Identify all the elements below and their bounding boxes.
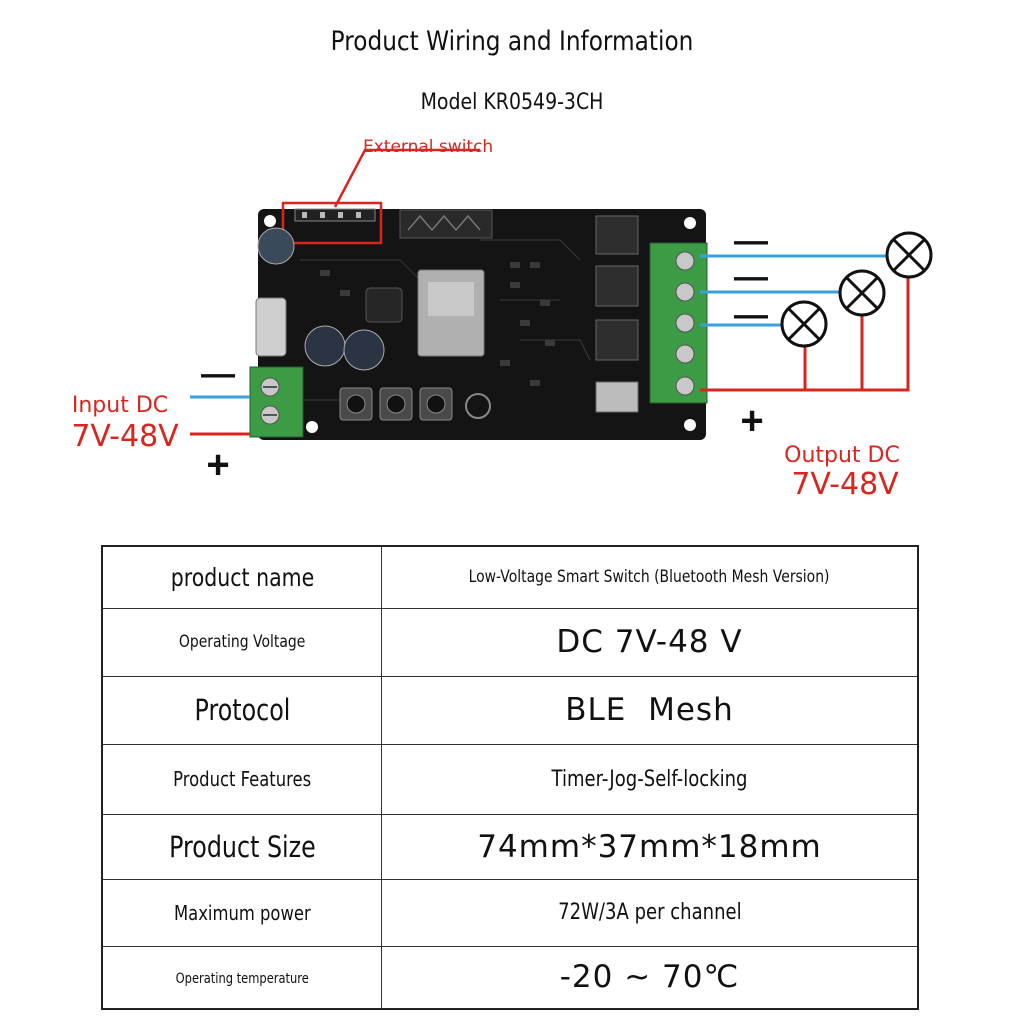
spec-label: Operating Voltage [178,632,306,652]
spec-label: Product Features [172,767,311,791]
spec-label: Protocol [194,693,290,727]
table-row: Operating Voltage DC 7V-48 V [101,607,919,677]
spec-value: 72W/3A per channel [557,900,742,925]
output-minus-sign: — [734,222,768,260]
table-row: Product Features Timer-Jog-Self-locking [101,743,919,815]
table-row: Maximum power 72W/3A per channel [101,878,919,947]
lamp-icon [838,269,886,317]
pcb-board [255,201,706,440]
spec-value: Timer-Jog-Self-locking [551,766,748,792]
spec-value: Low-Voltage Smart Switch (Bluetooth Mesh… [469,567,830,588]
model-number: Model KR0549-3CH [420,90,604,115]
external-switch-label: External switch [363,137,493,157]
table-row: Protocol BLE Mesh [101,675,919,745]
table-row: product name Low-Voltage Smart Switch (B… [101,545,919,609]
output-dc-label: Output DC [784,443,900,468]
input-dc-label: Input DC [72,393,168,418]
spec-value: -20 ~ 70℃ [559,959,740,996]
output-minus-sign: — [734,258,768,296]
input-plus-sign: + [206,443,229,487]
spec-label: Maximum power [173,900,311,925]
output-negative-wires [700,254,887,327]
spec-value: BLE Mesh [565,692,734,728]
spec-table: product name Low-Voltage Smart Switch (B… [101,545,919,1010]
spec-label: Product Size [168,829,316,864]
lamp-icon [885,231,933,279]
output-terminal-block [649,242,708,404]
lamp-icon [780,300,828,348]
spec-label: Operating temperature [175,970,309,987]
table-row: Product Size 74mm*37mm*18mm [101,813,919,880]
spec-value: DC 7V-48 V [556,624,743,660]
spec-value: 74mm*37mm*18mm [477,828,822,865]
output-positive-wires [700,276,910,392]
switch-header-highlight [281,201,383,245]
spec-label: product name [170,562,314,592]
page-title: Product Wiring and Information [330,26,694,57]
table-row: Operating temperature -20 ~ 70℃ [101,945,919,1010]
output-plus-sign: + [740,399,763,443]
input-minus-sign: — [201,355,235,393]
input-terminal-block [249,366,304,438]
external-switch-pointer [333,148,480,208]
output-voltage-label: 7V-48V [791,467,899,502]
input-voltage-label: 7V-48V [71,419,179,454]
output-minus-sign: — [734,296,768,334]
wiring-diagram: External switch [71,137,933,502]
